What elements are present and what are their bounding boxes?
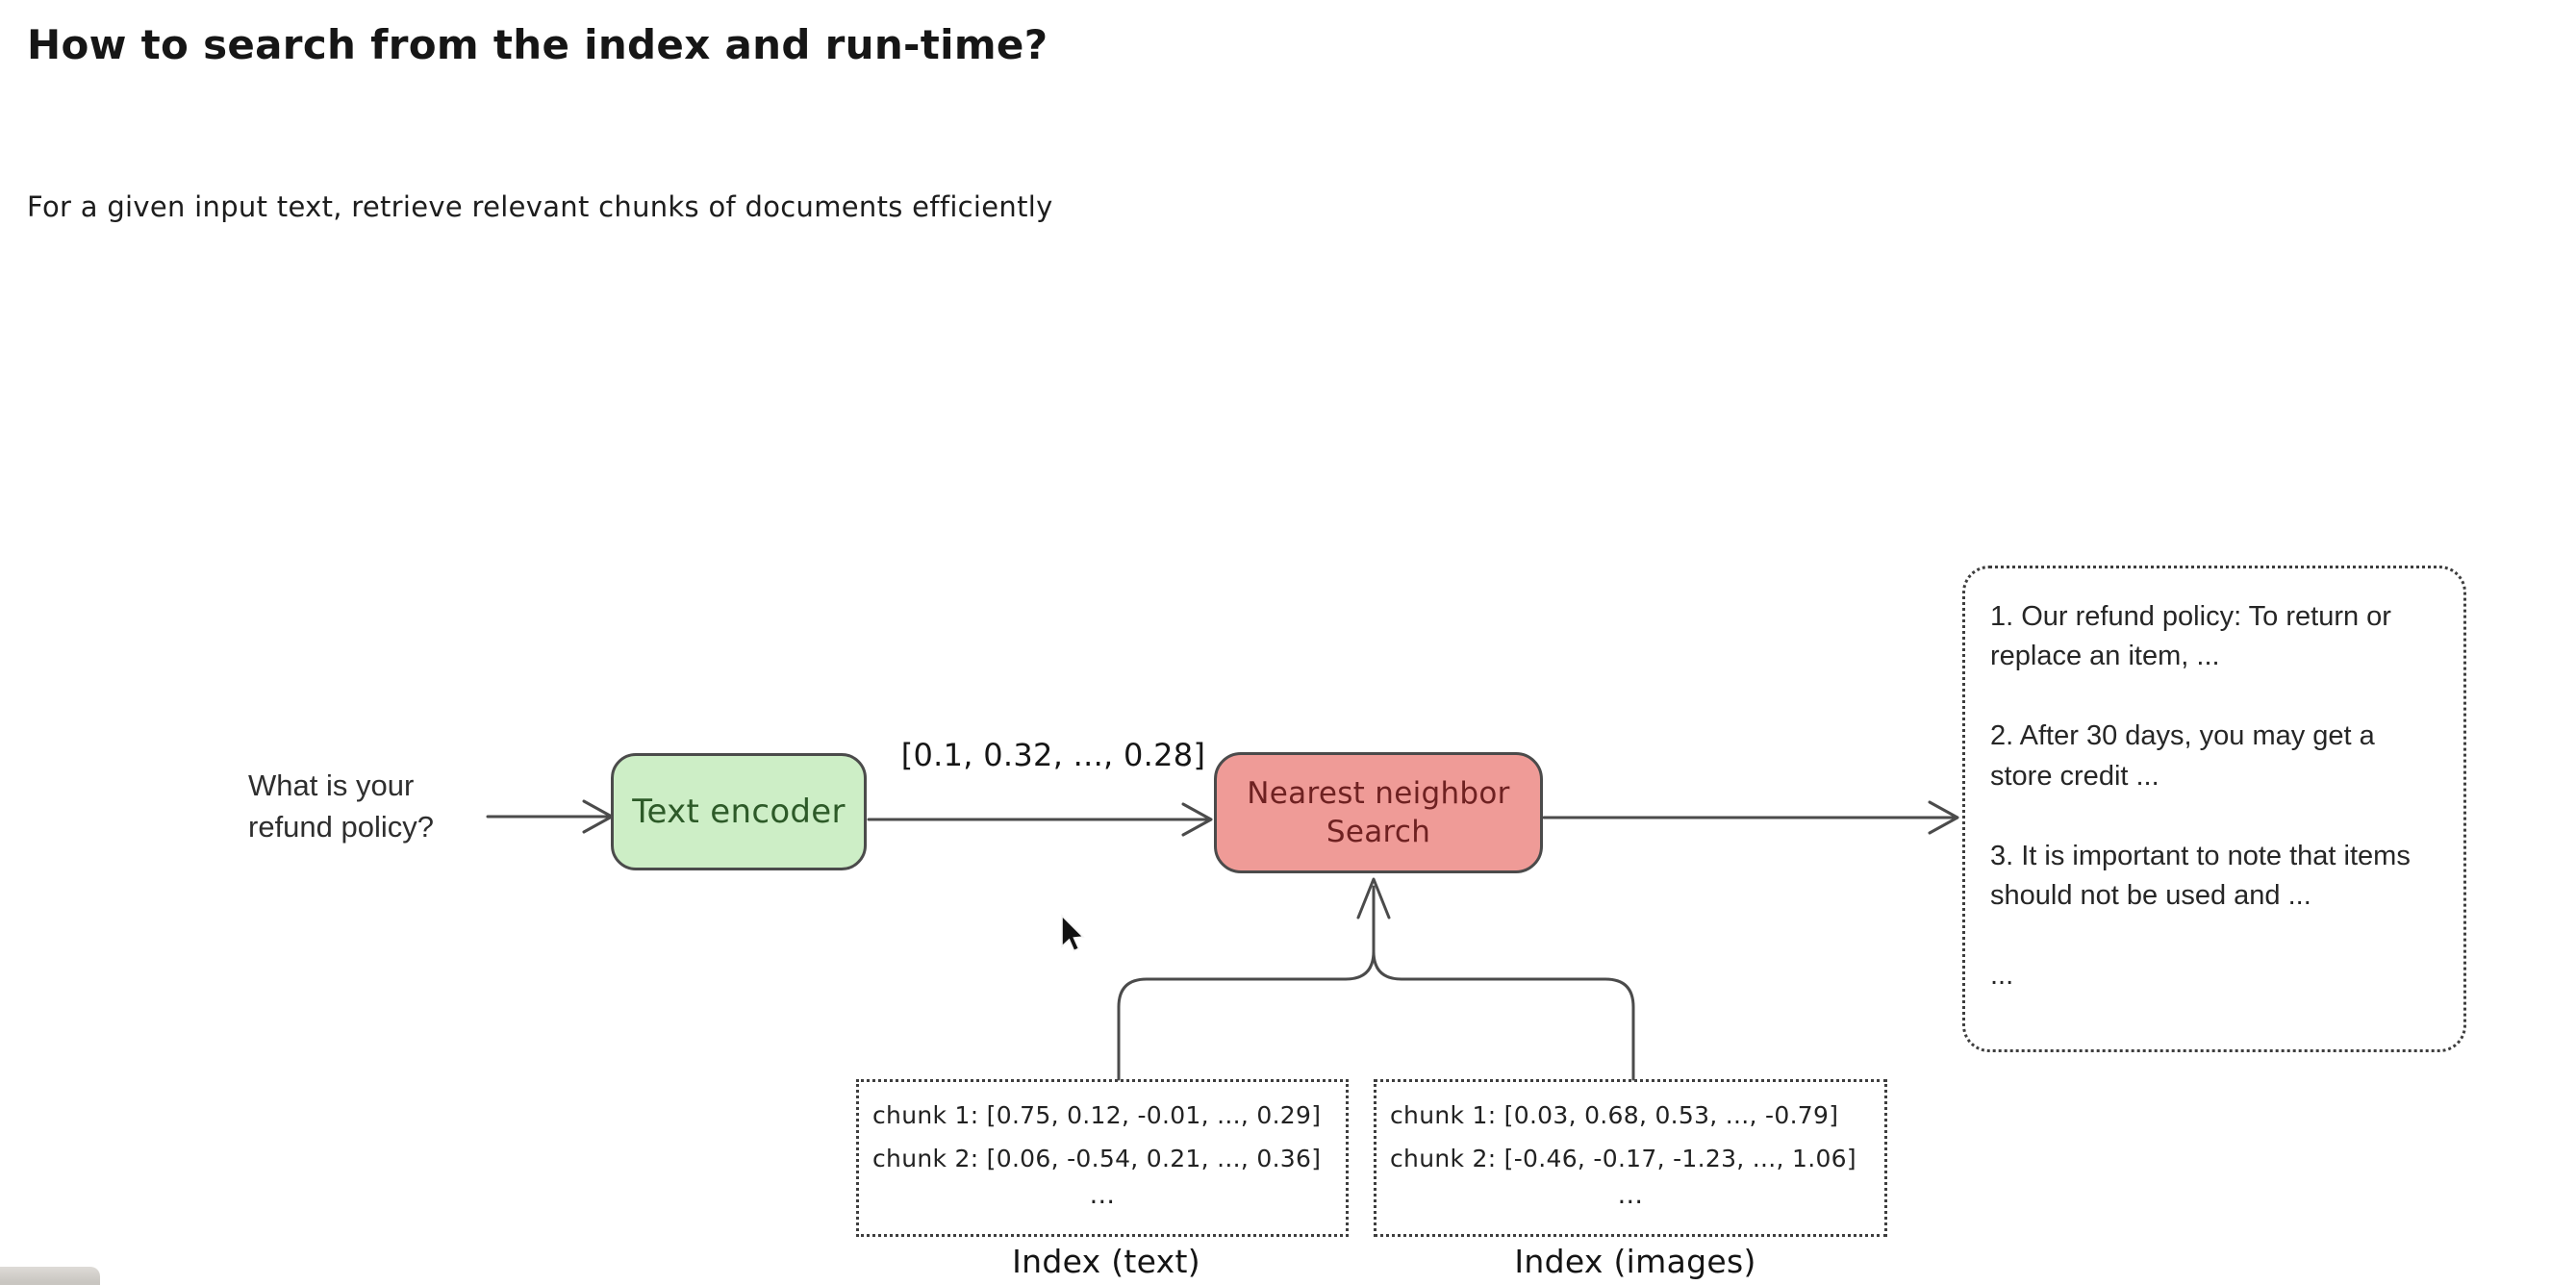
result-item-ellipsis: ... [1990, 960, 2014, 992]
mouse-cursor-icon [1061, 914, 1085, 952]
chunk-row: chunk 1: [0.75, 0.12, -0.01, ..., 0.29] [872, 1101, 1322, 1129]
index-text-label: Index (text) [1012, 1243, 1200, 1280]
result-item: 1. Our refund policy: To return or repla… [1990, 601, 2391, 672]
chunk-row: chunk 1: [0.03, 0.68, 0.53, ..., -0.79] [1390, 1101, 1839, 1129]
result-item: 3. It is important to note that items sh… [1990, 840, 2411, 911]
connector-nn-to-results [1542, 800, 1959, 835]
nearest-neighbor-label-line: Nearest neighbor [1247, 775, 1510, 811]
index-text-box[interactable]: chunk 1: [0.75, 0.12, -0.01, ..., 0.29] … [856, 1079, 1349, 1237]
query-line: refund policy? [248, 809, 435, 844]
chunk-row: chunk 2: [0.06, -0.54, 0.21, ..., 0.36] [872, 1145, 1322, 1172]
query-line: What is your [248, 768, 415, 802]
nearest-neighbor-node[interactable]: Nearest neighbor Search [1214, 752, 1543, 873]
text-encoder-label: Text encoder [632, 793, 846, 831]
query-vector-label: [0.1, 0.32, ..., 0.28] [900, 737, 1206, 773]
page-title: How to search from the index and run-tim… [27, 21, 1048, 68]
retrieved-chunks-box[interactable]: 1. Our refund policy: To return or repla… [1962, 566, 2466, 1052]
connector-encoder-to-nn [867, 802, 1213, 837]
index-images-label: Index (images) [1514, 1243, 1756, 1280]
nearest-neighbor-label-line: Search [1326, 815, 1431, 849]
chunk-row: chunk 2: [-0.46, -0.17, -1.23, ..., 1.06… [1390, 1145, 1856, 1172]
query-text: What is your refund policy? [248, 766, 479, 848]
chunk-ellipsis: ... [1089, 1180, 1116, 1210]
index-images-box[interactable]: chunk 1: [0.03, 0.68, 0.53, ..., -0.79] … [1374, 1079, 1887, 1237]
connector-query-to-encoder [486, 799, 614, 834]
video-progress-fragment [0, 1267, 100, 1285]
result-item: 2. After 30 days, you may get a store cr… [1990, 720, 2375, 792]
page-subtitle: For a given input text, retrieve relevan… [27, 190, 1053, 223]
text-encoder-node[interactable]: Text encoder [611, 753, 867, 870]
connector-indexes-to-nn [1117, 877, 1635, 1081]
chunk-ellipsis: ... [1617, 1180, 1644, 1210]
